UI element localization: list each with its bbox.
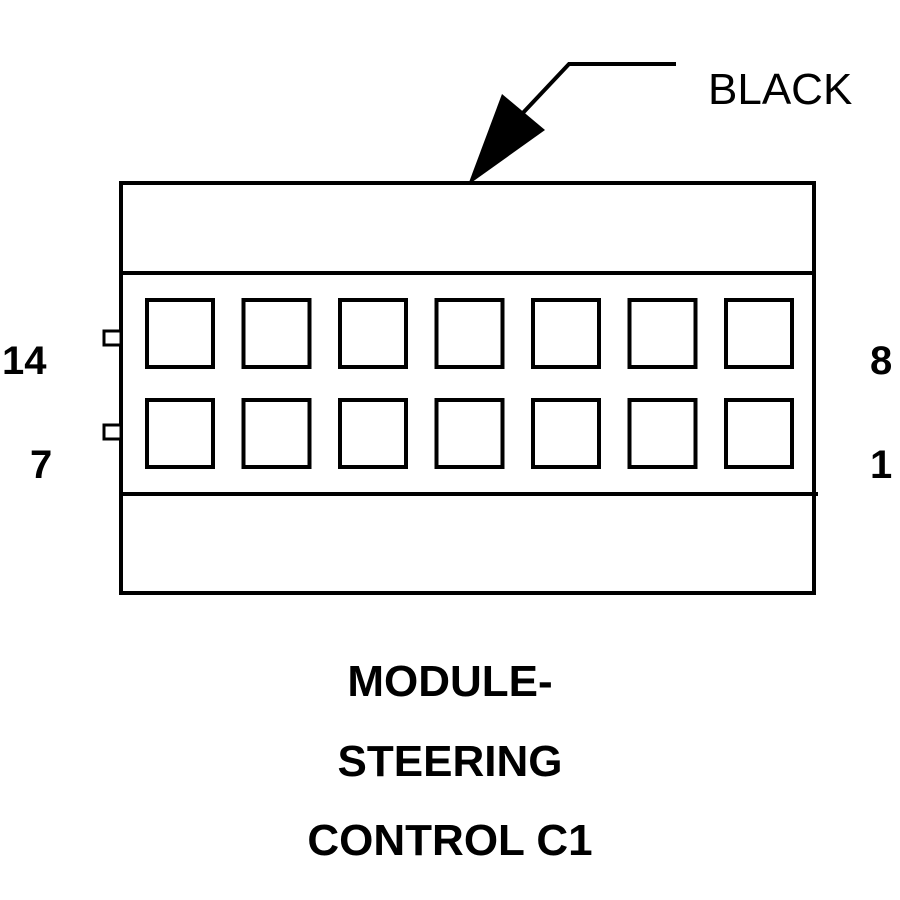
pin-cavity-9 xyxy=(627,298,698,369)
locking-tabs xyxy=(102,329,123,441)
title-line-2: STEERING xyxy=(337,737,563,786)
pin-cavity-13 xyxy=(241,298,312,369)
title-line-1: MODULE- xyxy=(347,657,553,706)
pin-cavity-11 xyxy=(434,298,505,369)
pin-cavity-5 xyxy=(338,398,408,469)
pin-cavity-2 xyxy=(627,398,698,469)
pin-label-1: 1 xyxy=(870,443,892,487)
locking-tab-upper xyxy=(102,329,123,347)
pin-cavities xyxy=(145,298,794,469)
locking-tab-lower xyxy=(102,423,123,441)
callout-arrow xyxy=(468,62,676,185)
pin-cavity-7 xyxy=(145,398,215,469)
pin-cavity-4 xyxy=(434,398,505,469)
connector-housing xyxy=(119,181,818,595)
callout-arrowhead xyxy=(468,94,545,185)
pin-label-14: 14 xyxy=(2,339,47,383)
title-line-3: CONTROL C1 xyxy=(307,816,593,865)
pin-label-7: 7 xyxy=(30,443,52,487)
pin-cavity-14 xyxy=(145,298,215,369)
pin-cavity-10 xyxy=(531,298,601,369)
pin-cavity-1 xyxy=(724,398,794,469)
callout-leader-line xyxy=(518,62,676,118)
pin-cavity-3 xyxy=(531,398,601,469)
pin-label-8: 8 xyxy=(870,339,892,383)
housing-outline xyxy=(119,181,816,595)
pin-cavity-6 xyxy=(241,398,312,469)
callout-label: BLACK xyxy=(708,65,852,114)
pin-cavity-12 xyxy=(338,298,408,369)
pin-cavity-8 xyxy=(724,298,794,369)
